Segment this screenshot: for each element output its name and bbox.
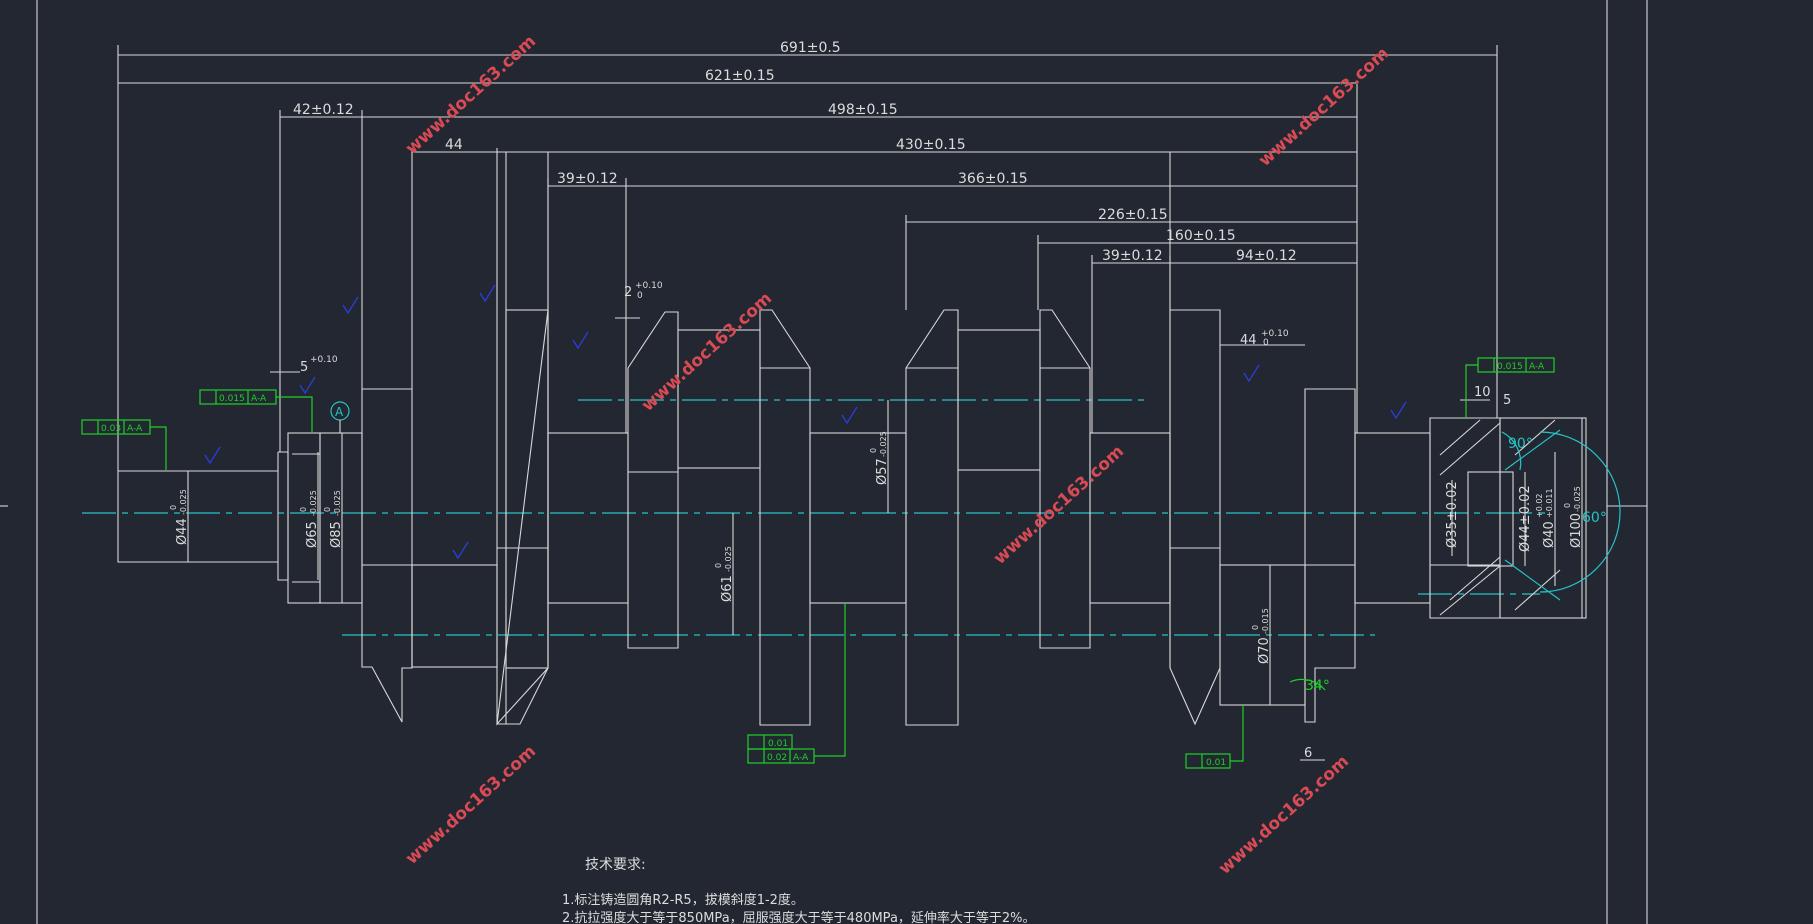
notes-line-1: 1.标注铸造圆角R2-R5，拔模斜度1-2度。 (562, 892, 804, 908)
svg-text:0.01: 0.01 (1206, 758, 1226, 768)
fcf-4: 0.01 (747, 734, 793, 750)
technical-notes: 技术要求: 1.标注铸造圆角R2-R5，拔模斜度1-2度。 2.抗拉强度大于等于… (562, 857, 1036, 924)
dim-691: 691±0.5 (780, 40, 841, 56)
watermark-5: www.doc163.com (402, 742, 540, 869)
dia-61: Ø61 (720, 575, 735, 602)
dim-366: 366±0.15 (958, 171, 1028, 187)
dim-5: 5 (300, 360, 308, 375)
dia-40-tol-upper: +0.02 (1535, 493, 1544, 518)
dia-65-zero: 0 (299, 507, 308, 512)
svg-text:0.015: 0.015 (219, 394, 245, 404)
dim-44b-tol-lower: 0 (1263, 338, 1269, 348)
dia-40-tol-lower: +0.011 (1545, 488, 1554, 518)
dia-65: Ø65 (305, 521, 320, 548)
extension-lines (117, 45, 1498, 471)
dim-94: 94±0.12 (1236, 248, 1297, 264)
fcf-1: 0.03 A-A (81, 419, 167, 470)
svg-text:0.02: 0.02 (767, 753, 787, 763)
svg-text:A-A: A-A (251, 394, 267, 404)
dimension-texts: 691±0.5 621±0.15 42±0.12 498±0.15 44 430… (169, 40, 1607, 761)
dim-430: 430±0.15 (896, 137, 966, 153)
dim-160: 160±0.15 (1166, 228, 1236, 244)
dim-621: 621±0.15 (705, 68, 775, 84)
watermark-6: www.doc163.com (1215, 752, 1353, 879)
dia-44: Ø44 (175, 518, 190, 545)
svg-text:A-A: A-A (127, 424, 143, 434)
dim-10: 10 (1474, 385, 1491, 400)
dim-6: 6 (1304, 746, 1312, 761)
dia-100: Ø100 (1569, 513, 1584, 548)
fcf-3: 0.015 A-A (1465, 357, 1555, 418)
angle-annotations (1289, 429, 1621, 691)
svg-text:0.015: 0.015 (1497, 362, 1523, 372)
svg-text:0.03: 0.03 (101, 424, 121, 434)
dia-70-tol: -0.015 (1261, 608, 1270, 634)
dim-5b: 5 (1503, 393, 1511, 408)
drawing-frame (0, 0, 1648, 924)
watermark-1: www.doc163.com (402, 32, 540, 159)
svg-text:A-A: A-A (1529, 362, 1545, 372)
dim-2-tol-upper: +0.10 (635, 281, 663, 291)
angle-60: 60° (1582, 510, 1607, 526)
dim-5-tol: +0.10 (310, 355, 338, 365)
dim-2: 2 (624, 285, 632, 300)
dim-498: 498±0.15 (828, 102, 898, 118)
dim-226: 226±0.15 (1098, 207, 1168, 223)
crankshaft-outline (117, 151, 1587, 726)
dim-44: 44 (445, 137, 463, 153)
dia-85-tol: -0.025 (333, 490, 342, 516)
dia-100-zero: 0 (1563, 503, 1572, 508)
watermarks: www.doc163.com www.doc163.com www.doc163… (402, 32, 1393, 879)
dia-35: Ø35±0.02 (1445, 481, 1460, 548)
fcf-5: 0.02 A-A (747, 603, 846, 764)
dia-44-zero: 0 (169, 505, 178, 510)
watermark-3: www.doc163.com (638, 289, 776, 416)
dia-85: Ø85 (329, 521, 344, 548)
dim-39a: 39±0.12 (557, 171, 618, 187)
svg-text:A-A: A-A (793, 753, 809, 763)
svg-text:A: A (335, 405, 344, 419)
svg-text:0.01: 0.01 (768, 739, 788, 749)
centerlines (82, 399, 1545, 636)
fcf-2: 0.015 A-A (199, 389, 313, 432)
dim-42: 42±0.12 (293, 102, 354, 118)
dim-39b: 39±0.12 (1102, 248, 1163, 264)
angle-34: 34° (1305, 678, 1330, 694)
angle-90: 90° (1508, 436, 1533, 452)
dia-44b: Ø44±0.02 (1518, 485, 1533, 552)
datum-a-symbol: A (330, 401, 350, 433)
dia-65-tol: -0.025 (309, 490, 318, 516)
notes-heading: 技术要求: (585, 857, 646, 873)
dia-61-tol: -0.025 (724, 546, 733, 572)
fcf-6: 0.01 (1185, 705, 1244, 769)
notes-line-2: 2.抗拉强度大于等于850MPa，屈服强度大于等于480MPa，延伸率大于等于2… (562, 910, 1036, 924)
dimension-lines (118, 54, 1583, 761)
dia-44-tol: -0.025 (179, 489, 188, 515)
dia-100-tol: -0.025 (1573, 486, 1582, 512)
dim-44b-tol: +0.10 (1261, 329, 1289, 339)
dia-40: Ø40 (1542, 521, 1557, 548)
dia-57-zero: 0 (869, 448, 878, 453)
dim-44b: 44 (1240, 333, 1257, 348)
dia-70-zero: 0 (1251, 625, 1260, 630)
dia-70: Ø70 (1257, 637, 1272, 664)
dia-57-tol: -0.025 (879, 431, 888, 457)
dia-85-zero: 0 (323, 507, 332, 512)
roughness-symbols (204, 284, 1407, 560)
watermark-4: www.doc163.com (990, 442, 1128, 569)
dia-61-zero: 0 (714, 563, 723, 568)
feature-control-frames: 0.03 A-A 0.015 A-A 0.015 A-A 0.01 (81, 357, 1555, 769)
dia-57: Ø57 (875, 458, 890, 485)
dim-2-tol-lower: 0 (637, 291, 643, 301)
